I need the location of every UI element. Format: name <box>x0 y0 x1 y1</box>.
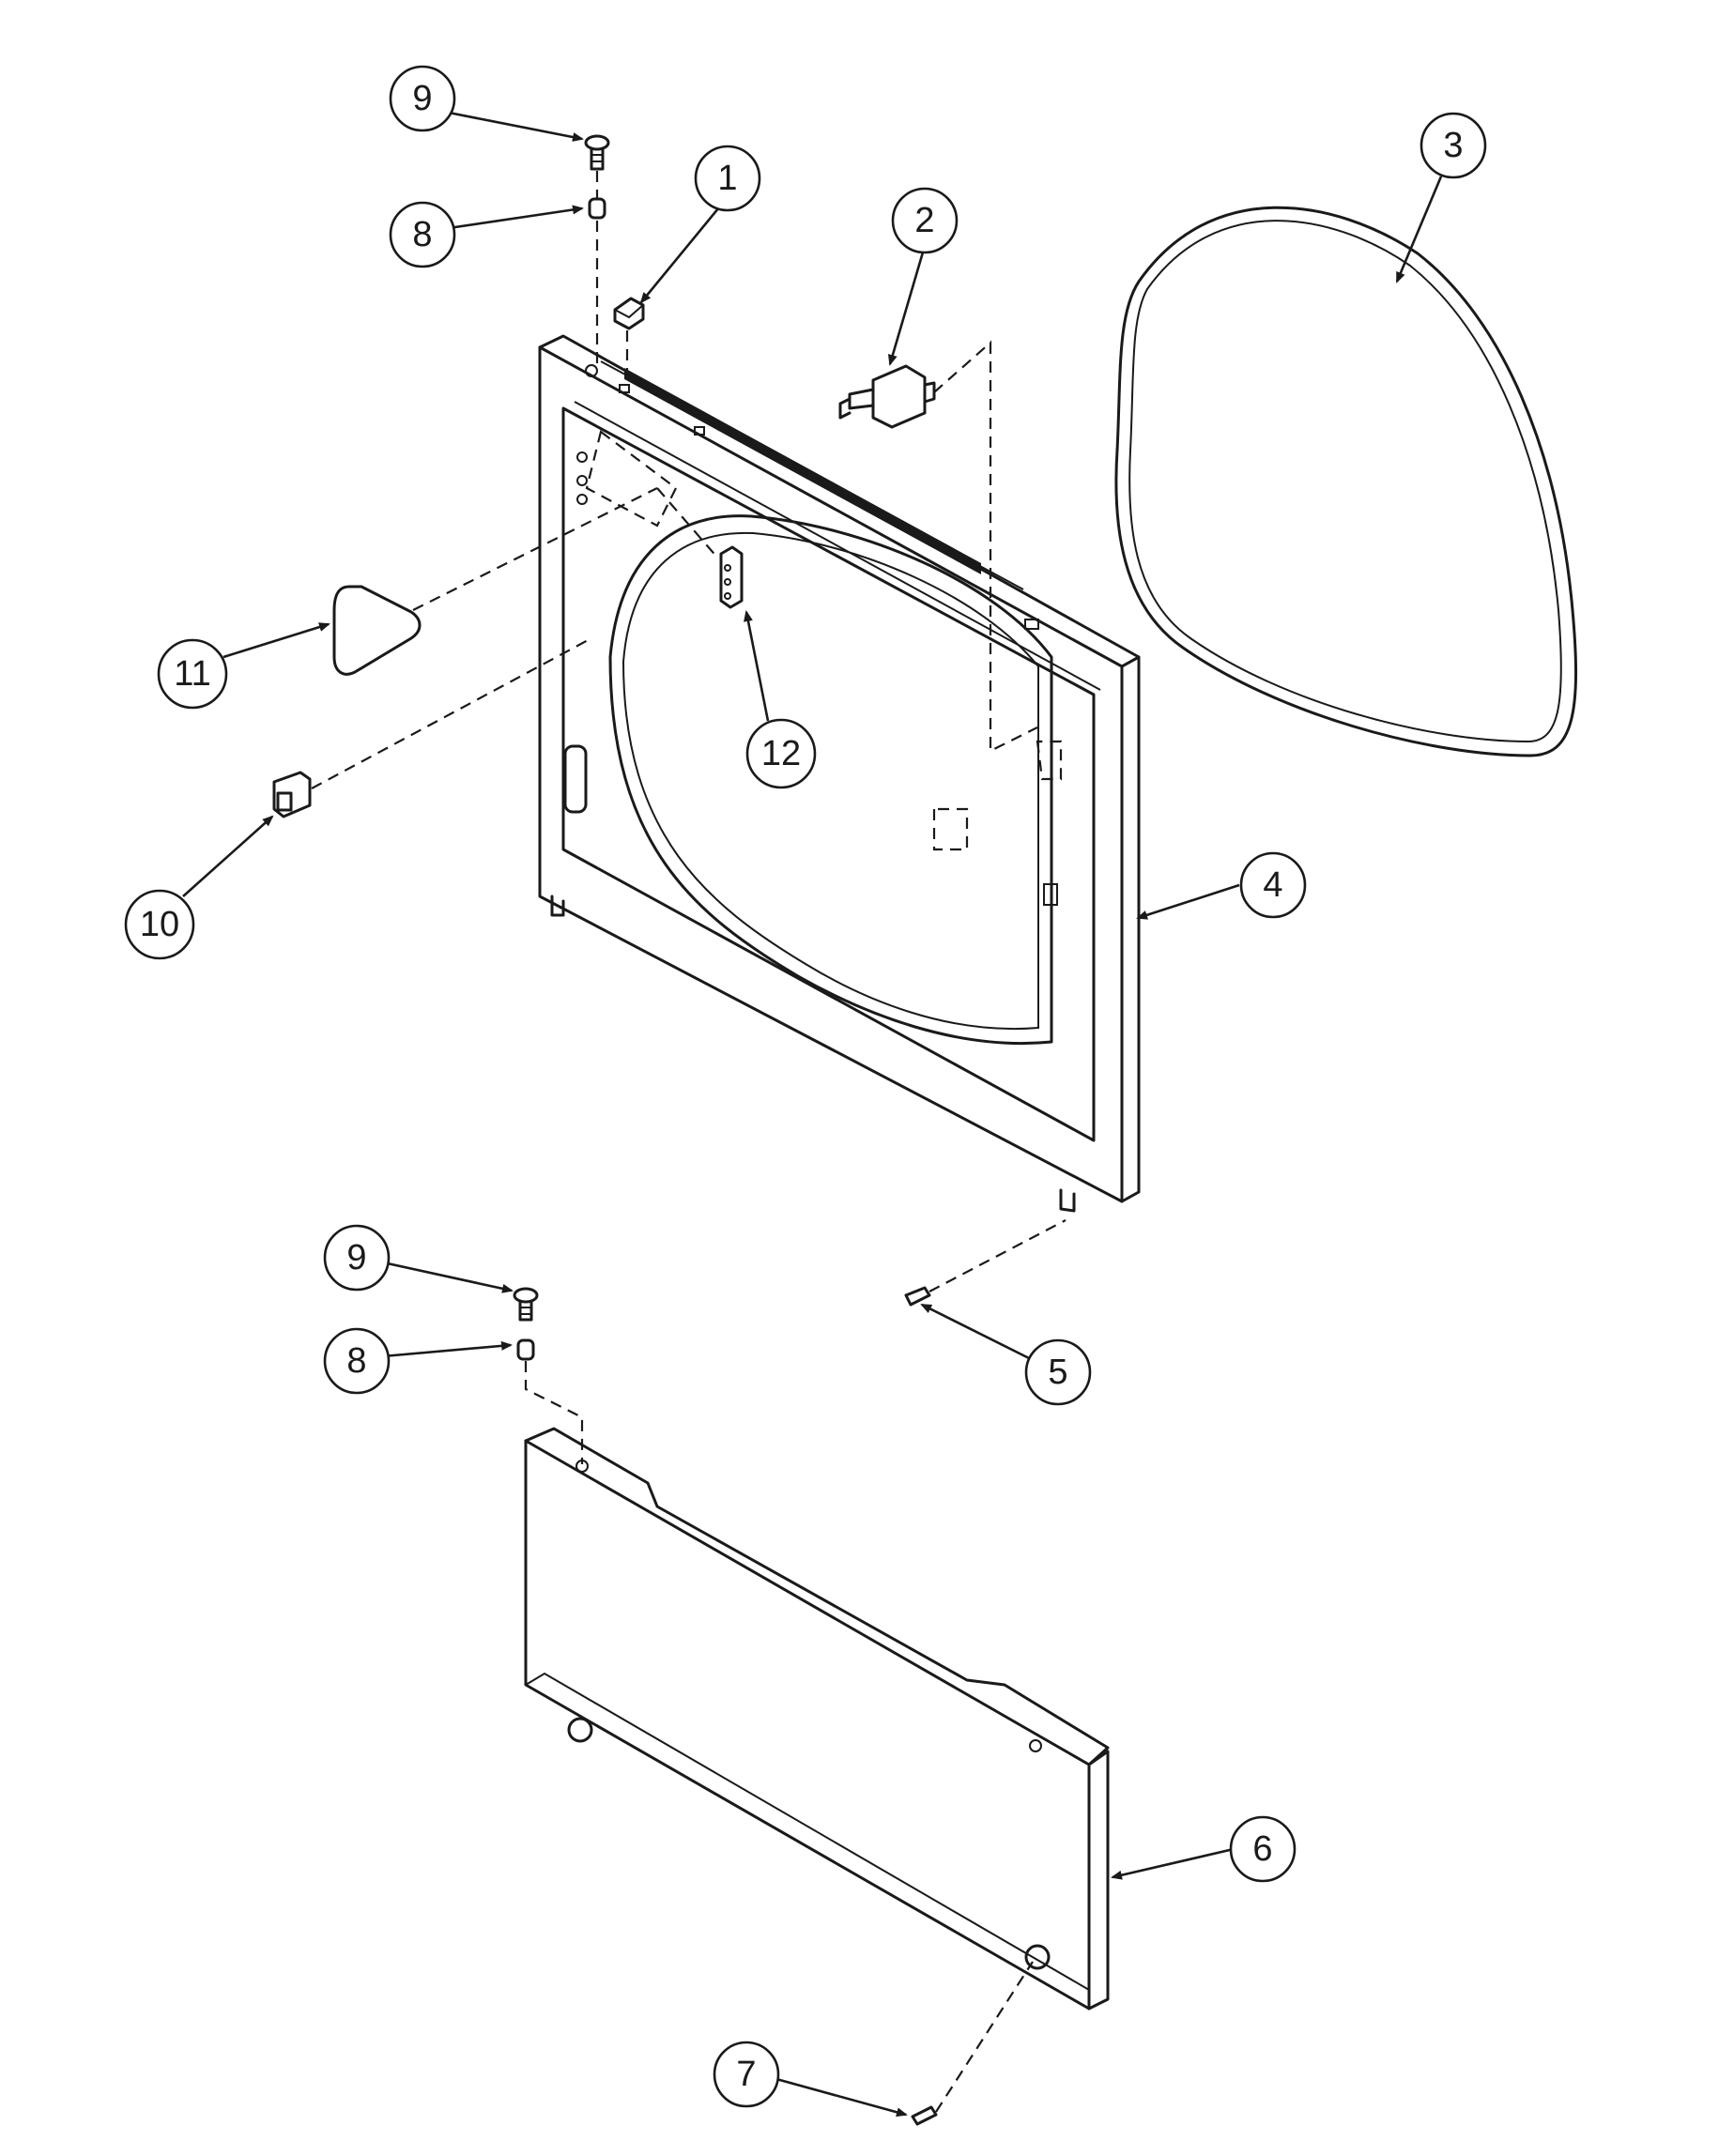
door-switch <box>838 364 936 429</box>
callout-12-label: 12 <box>761 734 801 773</box>
door-strike <box>719 545 744 609</box>
callout-3-label: 3 <box>1443 126 1463 165</box>
callout-2-label: 2 <box>914 201 934 240</box>
callout-leaders <box>182 111 1443 2118</box>
spacer-top <box>588 197 606 220</box>
callout-10: 10 <box>124 889 195 960</box>
door-seal-gasket <box>1114 206 1577 757</box>
lower-toe-panel <box>524 1427 1110 2011</box>
push-button-switch <box>272 771 312 818</box>
callout-9-bottom-label: 9 <box>346 1238 366 1277</box>
callout-7: 7 <box>713 2041 780 2108</box>
callout-5: 5 <box>1024 1338 1092 1406</box>
screw-bottom <box>513 1287 539 1322</box>
callout-5-label: 5 <box>1048 1353 1067 1392</box>
callout-9-top: 9 <box>389 65 456 132</box>
callout-9-bottom: 9 <box>323 1224 391 1292</box>
screw-5 <box>904 1286 931 1307</box>
callout-11: 11 <box>157 638 228 710</box>
callout-4: 4 <box>1239 851 1307 919</box>
callout-8-top-label: 8 <box>412 215 432 254</box>
callout-7-label: 7 <box>736 2055 756 2094</box>
callout-12: 12 <box>745 718 817 789</box>
triangle-badge <box>332 585 422 676</box>
callout-1: 1 <box>694 145 761 212</box>
callout-8-bottom-label: 8 <box>346 1341 366 1381</box>
spacer-bottom <box>516 1338 535 1361</box>
front-panel-frame <box>538 334 1141 1213</box>
assembly-lines <box>311 171 1066 2113</box>
callout-9-top-label: 9 <box>412 79 432 118</box>
callout-2: 2 <box>891 187 959 254</box>
callout-4-label: 4 <box>1263 865 1282 905</box>
callout-3: 3 <box>1419 112 1487 179</box>
callout-1-label: 1 <box>717 159 737 198</box>
callout-6-label: 6 <box>1252 1829 1272 1869</box>
callout-10-label: 10 <box>140 905 179 944</box>
latch-bracket <box>613 297 645 330</box>
screw-top <box>584 134 610 171</box>
callout-8-bottom: 8 <box>323 1327 391 1395</box>
screw-7 <box>911 2105 938 2126</box>
callout-8-top: 8 <box>389 201 456 268</box>
callout-6: 6 <box>1229 1815 1297 1883</box>
callout-11-label: 11 <box>174 654 210 694</box>
